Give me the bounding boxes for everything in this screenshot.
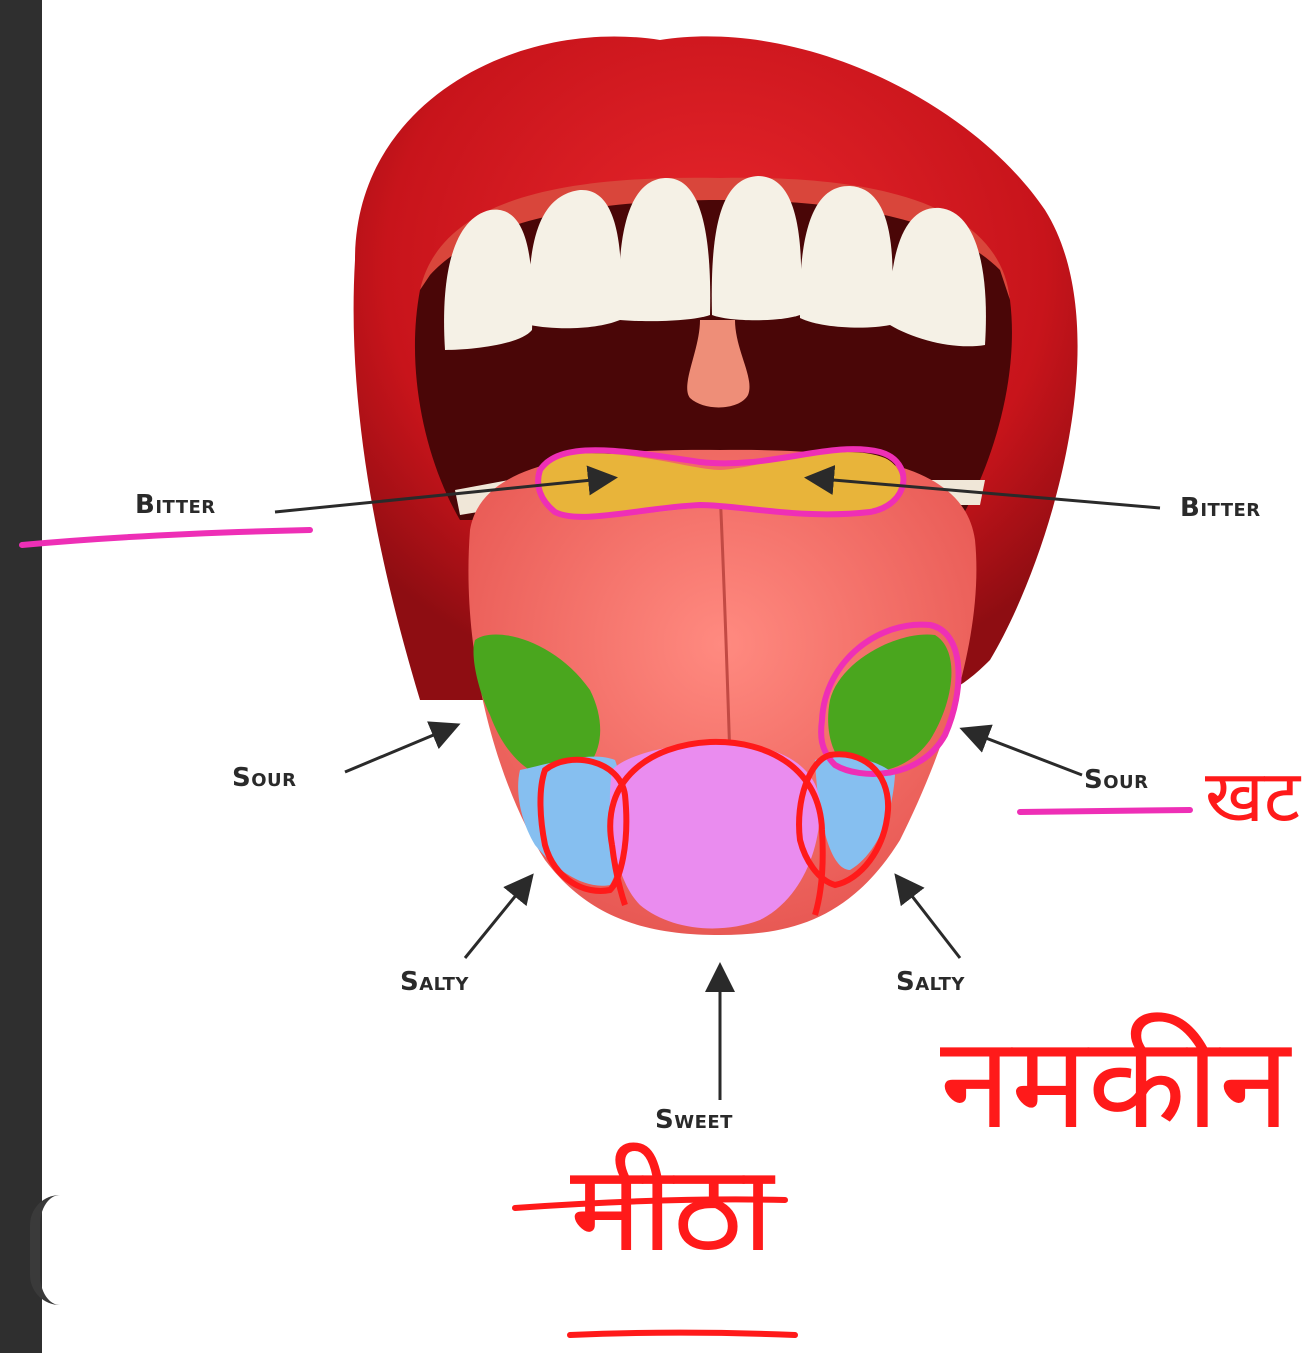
arrow-icon	[965, 730, 1082, 775]
label-bitter-right: Bitter	[1180, 493, 1261, 523]
arrow-icon	[465, 878, 530, 958]
label-sour-left: Sour	[232, 763, 297, 793]
handwritten-salty: नमकीन	[940, 1020, 1290, 1148]
bitter-left-underline	[22, 530, 310, 545]
handwritten-sour-partial: खट	[1205, 760, 1300, 832]
sweet-underline	[570, 1333, 795, 1335]
label-salty-right: Salty	[896, 967, 965, 997]
label-salty-left: Salty	[400, 967, 469, 997]
handwritten-sweet: मीठा	[570, 1150, 774, 1270]
label-sweet: Sweet	[655, 1105, 733, 1135]
arrow-icon	[345, 726, 455, 772]
label-bitter-left: Bitter	[135, 490, 216, 520]
label-sour-right: Sour	[1084, 765, 1149, 795]
arrow-icon	[898, 878, 960, 958]
sour-right-underline	[1020, 810, 1190, 812]
